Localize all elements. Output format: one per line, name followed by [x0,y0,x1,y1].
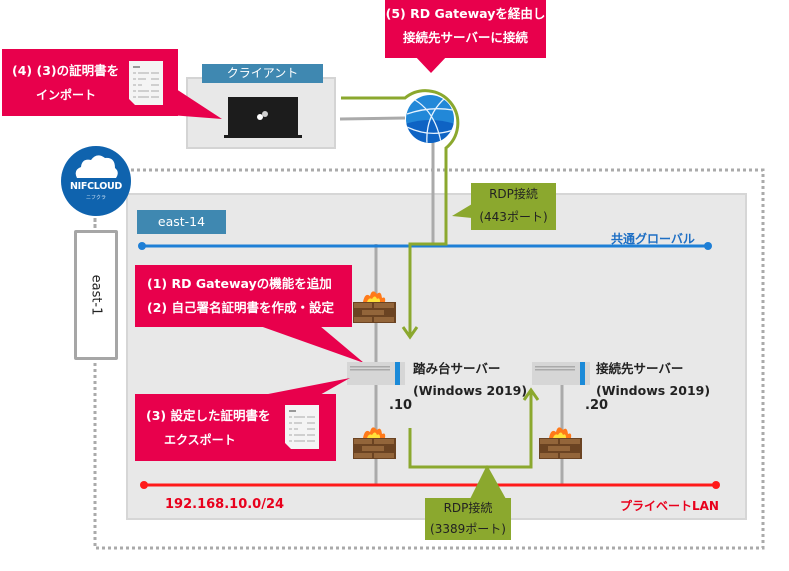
target-server-label: 接続先サーバー (Windows 2019) [596,358,710,402]
globe-icon [406,95,454,143]
private-line-endpoint [712,481,720,489]
callout-step5-pointer [414,55,448,73]
arrow-up-icon [522,387,540,401]
private-network-cidr: 192.168.10.0/24 [165,497,285,512]
cloud-icon [75,155,118,178]
callout-step12-line1: (1) RD Gatewayの機能を追加 [147,276,332,291]
callout-step4: (4) (3)の証明書を インポート [2,49,178,116]
rdp-443-line1: RDP接続 [489,187,538,201]
rdp-443-label: RDP接続 (443ポート) [471,183,556,230]
rdp-443-line2: (443ポート) [479,210,548,224]
callout-step12-pointer [260,326,364,363]
server-icon[interactable] [347,362,405,386]
global-line-endpoint [138,242,146,250]
rdp-3389-label: RDP接続 (3389ポート) [425,498,511,540]
target-server-ip: .20 [585,398,609,413]
callout-step5-line2: 接続先サーバーに接続 [403,30,528,45]
rdp-3389-line2: (3389ポート) [430,522,506,536]
firewall-icon[interactable] [353,424,397,460]
nifcloud-logo-text: NIFCLOUD [70,181,122,192]
callout-step3-line1: (3) 設定した証明書を [146,408,271,423]
bastion-server-os: (Windows 2019) [413,383,528,398]
bastion-server-name: 踏み台サーバー [413,361,501,376]
certificate-icon [129,61,163,105]
callout-step12: (1) RD Gatewayの機能を追加 (2) 自己署名証明書を作成・設定 [135,265,352,327]
firewall-icon[interactable] [353,288,397,324]
server-icon[interactable] [532,362,590,386]
nifcloud-logo: NIFCLOUD ニフクラ [61,146,131,216]
global-line-endpoint [704,242,712,250]
rdp-3389-line1: RDP接続 [443,501,493,515]
bastion-server-ip: .10 [389,398,413,413]
callout-step4-pointer [170,85,222,119]
client-internet-link [339,116,406,121]
callout-step12-line2: (2) 自己署名証明書を作成・設定 [147,300,334,315]
callout-step3-pointer [258,378,350,396]
bastion-server-label: 踏み台サーバー (Windows 2019) [413,358,527,402]
rdp-path-443 [341,89,460,335]
region-label: east-1 [88,274,104,316]
certificate-icon [285,405,319,449]
target-server-name: 接続先サーバー [596,361,684,376]
rdp-path-3389 [408,392,533,469]
client-tag: クライアント [202,64,323,83]
nifcloud-logo-subtext: ニフクラ [85,195,106,201]
target-server-os: (Windows 2019) [596,383,711,398]
rdp-443-pointer [452,204,472,218]
private-line-endpoint [140,481,148,489]
private-network-label: プライベートLAN [620,499,719,513]
zone-tag: east-14 [137,210,226,234]
callout-step3: (3) 設定した証明書を エクスポート [135,394,336,461]
laptop-icon[interactable] [224,97,302,140]
rdp-3389-pointer [470,465,506,499]
global-network-label: 共通グローバル [611,232,695,246]
callout-step4-line1: (4) (3)の証明書を [12,63,120,78]
callout-step4-line2: インポート [36,88,97,102]
zone-panel [126,193,747,520]
callout-step3-line2: エクスポート [164,433,236,447]
firewall-icon[interactable] [539,424,583,460]
region-label-box: east-1 [74,230,118,360]
arrow-down-icon [401,326,419,340]
callout-step5-line1: (5) RD Gatewayを経由し [385,6,546,21]
callout-step5: (5) RD Gatewayを経由し 接続先サーバーに接続 [385,0,546,58]
